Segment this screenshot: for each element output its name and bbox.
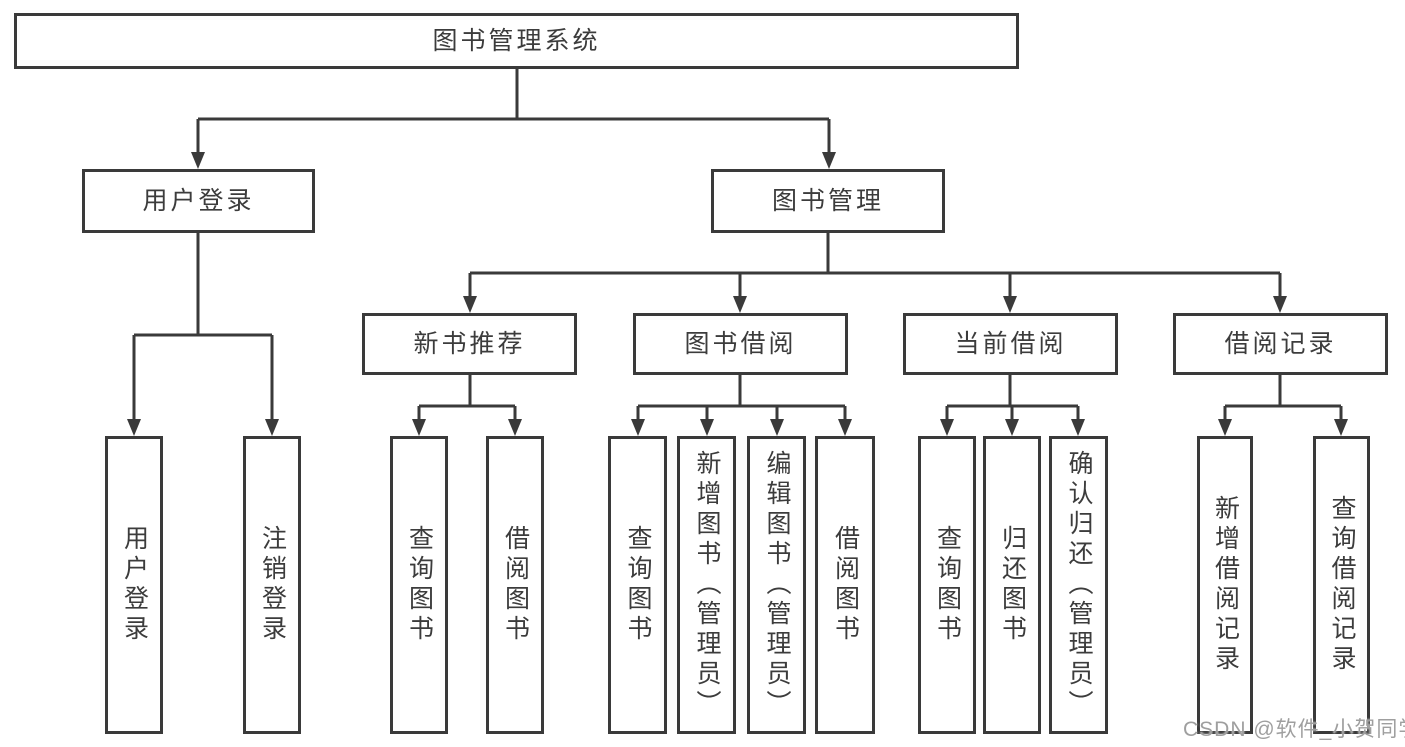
leaf-borrowing-query-books: 查询图书	[608, 436, 667, 734]
node-book-management: 图书管理	[711, 169, 945, 233]
node-root-system: 图书管理系统	[14, 13, 1019, 69]
node-borrowing-records: 借阅记录	[1173, 313, 1388, 375]
node-user-login-label: 用户登录	[142, 186, 255, 215]
leaf-borrowing-borrow-books-label: 借阅图书	[831, 525, 860, 645]
leaf-recommend-borrow-books-label: 借阅图书	[501, 525, 530, 645]
leaf-current-query-books-label: 查询图书	[933, 525, 962, 645]
node-user-login: 用户登录	[82, 169, 315, 233]
leaf-return-books: 归还图书	[983, 436, 1041, 734]
leaf-recommend-borrow-books: 借阅图书	[486, 436, 544, 734]
node-book-borrowing-label: 图书借阅	[684, 329, 797, 358]
leaf-confirm-return-admin: 确认归还（管理员）	[1049, 436, 1108, 734]
leaf-add-borrow-record-label: 新增借阅记录	[1211, 495, 1240, 675]
node-current-borrowing-label: 当前借阅	[954, 329, 1067, 358]
leaf-add-borrow-record: 新增借阅记录	[1197, 436, 1253, 734]
watermark: CSDN @软件_小贺同学	[1183, 718, 1405, 741]
leaf-add-books-admin: 新增图书（管理员）	[677, 436, 736, 734]
leaf-logout-label: 注销登录	[258, 525, 287, 645]
node-borrowing-records-label: 借阅记录	[1224, 329, 1337, 358]
node-book-management-label: 图书管理	[771, 186, 884, 215]
leaf-current-query-books: 查询图书	[918, 436, 976, 734]
node-book-borrowing: 图书借阅	[633, 313, 848, 375]
leaf-query-borrow-record-label: 查询借阅记录	[1328, 495, 1356, 675]
leaf-edit-books-admin: 编辑图书（管理员）	[747, 436, 806, 734]
node-new-book-recommendation: 新书推荐	[362, 313, 577, 375]
leaf-borrowing-query-books-label: 查询图书	[624, 525, 652, 645]
leaf-user-login-label: 用户登录	[120, 525, 149, 645]
node-root-system-label: 图书管理系统	[432, 26, 601, 55]
leaf-recommend-query-books-label: 查询图书	[405, 525, 434, 645]
leaf-return-books-label: 归还图书	[998, 525, 1027, 645]
leaf-confirm-return-admin-label: 确认归还（管理员）	[1065, 450, 1093, 720]
leaf-add-books-admin-label: 新增图书（管理员）	[693, 450, 721, 720]
leaf-query-borrow-record: 查询借阅记录	[1313, 436, 1370, 734]
leaf-edit-books-admin-label: 编辑图书（管理员）	[763, 450, 791, 720]
node-current-borrowing: 当前借阅	[903, 313, 1118, 375]
node-new-book-recommendation-label: 新书推荐	[413, 329, 526, 358]
leaf-user-login: 用户登录	[105, 436, 163, 734]
leaf-recommend-query-books: 查询图书	[390, 436, 448, 734]
leaf-borrowing-borrow-books: 借阅图书	[815, 436, 875, 734]
leaf-logout: 注销登录	[243, 436, 301, 734]
